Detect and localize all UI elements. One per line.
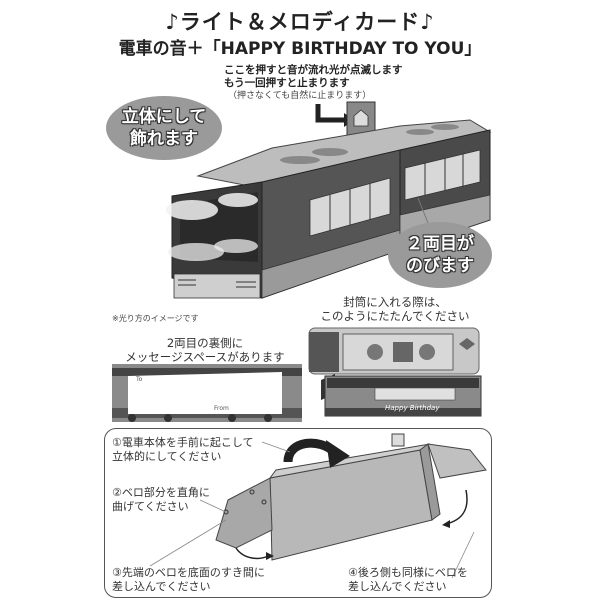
assembly-instructions-panel	[104, 428, 492, 598]
step-3-line2: 差し込んでください	[112, 580, 211, 593]
message-space-caption-line1: 2両目の裏側に	[166, 336, 244, 350]
envelope-caption-line2: このようにたたんでください	[320, 309, 470, 323]
folded-train-image	[308, 327, 482, 417]
step-2: ②ベロ部分を直角に 曲げてください	[112, 486, 210, 514]
standing-bubble: 立体にして 飾れます	[106, 96, 222, 160]
switch-note-line2: もう一回押すと止まります	[224, 77, 350, 89]
switch-note-line3: （押さなくても自然に止まります）	[228, 91, 372, 101]
step-1-line2: 立体的にしてください	[112, 450, 222, 463]
extend-bubble-line1: ２両目が	[406, 234, 474, 254]
message-space-caption-line2: メッセージスペースがあります	[125, 350, 285, 364]
step-3: ③先端のベロを底面のすき間に 差し込んでください	[112, 566, 265, 594]
message-space-caption: 2両目の裏側に メッセージスペースがあります	[110, 336, 300, 364]
step-4: ④後ろ側も同様にベロを 差し込んでください	[348, 566, 468, 594]
envelope-caption: 封筒に入れる際は、 このようにたたんでください	[300, 295, 490, 323]
step-4-line1: ④後ろ側も同様にベロを	[348, 566, 468, 579]
switch-note-line1: ここを押すと音が流れ光が点滅します	[224, 64, 403, 76]
standing-bubble-line2: 飾れます	[130, 129, 198, 149]
happy-birthday-label: Happy Birthday	[385, 404, 440, 412]
train-back-message-image	[112, 364, 302, 422]
step-2-line1: ②ベロ部分を直角に	[112, 486, 210, 499]
page-title: ♪ライト＆メロディカード♪	[165, 10, 435, 34]
step-4-line2: 差し込んでください	[348, 580, 447, 593]
light-effect-note: ※光り方のイメージです	[112, 314, 199, 323]
switch-arrow-icon	[315, 104, 344, 123]
page-subtitle: 電車の音＋「HAPPY BIRTHDAY TO YOU」	[118, 39, 482, 59]
standing-bubble-line1: 立体にして	[121, 107, 207, 127]
step-1-line1: ①電車本体を手前に起こして	[112, 436, 254, 449]
extend-bubble-line2: のびます	[406, 256, 474, 276]
envelope-caption-line1: 封筒に入れる際は、	[343, 295, 447, 309]
extend-bubble: ２両目が のびます	[388, 222, 492, 288]
from-label: From	[214, 405, 229, 412]
to-label: To	[136, 376, 143, 383]
step-3-line1: ③先端のベロを底面のすき間に	[112, 566, 265, 579]
switch-note: ここを押すと音が流れ光が点滅します もう一回押すと止まります （押さなくても自然…	[224, 64, 454, 103]
step-1: ①電車本体を手前に起こして 立体的にしてください	[112, 436, 254, 464]
step-2-line2: 曲げてください	[112, 500, 189, 513]
